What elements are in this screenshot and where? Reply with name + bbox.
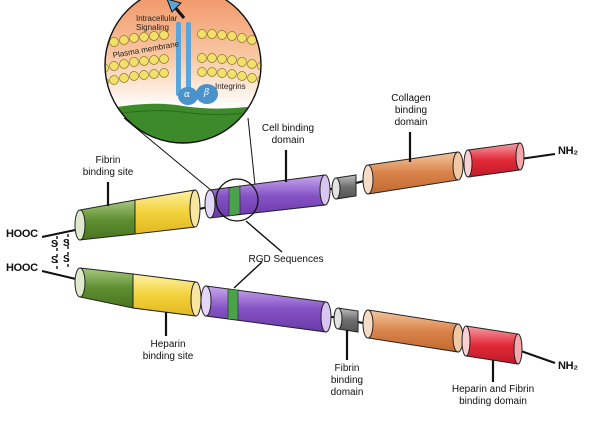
top-orange-domain [362, 151, 464, 195]
rgd-highlight-circle [215, 178, 259, 222]
bottom-chain [41, 267, 556, 365]
leader-lines [106, 132, 495, 382]
cooh-terminus-top: HOOC [6, 228, 38, 240]
fibrin-binding-site-label: Fibrin binding site [82, 155, 134, 178]
cooh-terminus-bottom: HOOC [6, 262, 38, 274]
bottom-purple-domain [200, 285, 332, 333]
collagen-binding-domain-label: Collagen binding domain [391, 93, 431, 128]
sulfur-label: S [63, 254, 70, 265]
integrin-icon [176, 22, 218, 105]
top-purple-domain [204, 174, 331, 219]
signaling-arrow-icon [166, 0, 186, 19]
top-red-domain [463, 142, 525, 178]
bottom-yellow-domain [132, 273, 202, 317]
integrin-inset [104, 0, 262, 144]
bottom-gray-domain [333, 307, 359, 333]
bottom-green-domain [74, 267, 134, 309]
magnifier-lines [123, 117, 256, 197]
top-gray-domain [331, 174, 357, 200]
rgd-sequences-label: RGD Sequences [248, 254, 324, 265]
sulfur-label: S [63, 238, 70, 249]
heparin-binding-site-label: Heparin binding site [142, 339, 194, 362]
heparin-fibrin-binding-domain-label: Heparin and Fibrin binding domain [451, 384, 535, 407]
beta-label: β [204, 88, 210, 98]
nh2-terminus-bottom: NH₂ [558, 360, 578, 372]
cell-binding-domain-label: Cell binding domain [261, 123, 315, 146]
top-yellow-domain [134, 189, 201, 235]
integrins-label: Integrins [215, 82, 246, 91]
bottom-red-domain [461, 325, 523, 365]
sulfur-label: S [51, 239, 58, 250]
alpha-label: α [184, 90, 191, 100]
top-green-domain [74, 199, 136, 241]
nh2-terminus-top: NH₂ [558, 145, 578, 157]
intracellular-signaling-label: Intracellular Signaling [136, 14, 178, 32]
bottom-orange-domain [362, 309, 464, 353]
fibrin-binding-domain-label: Fibrin binding domain [330, 363, 364, 398]
sulfur-label: S [51, 255, 58, 266]
